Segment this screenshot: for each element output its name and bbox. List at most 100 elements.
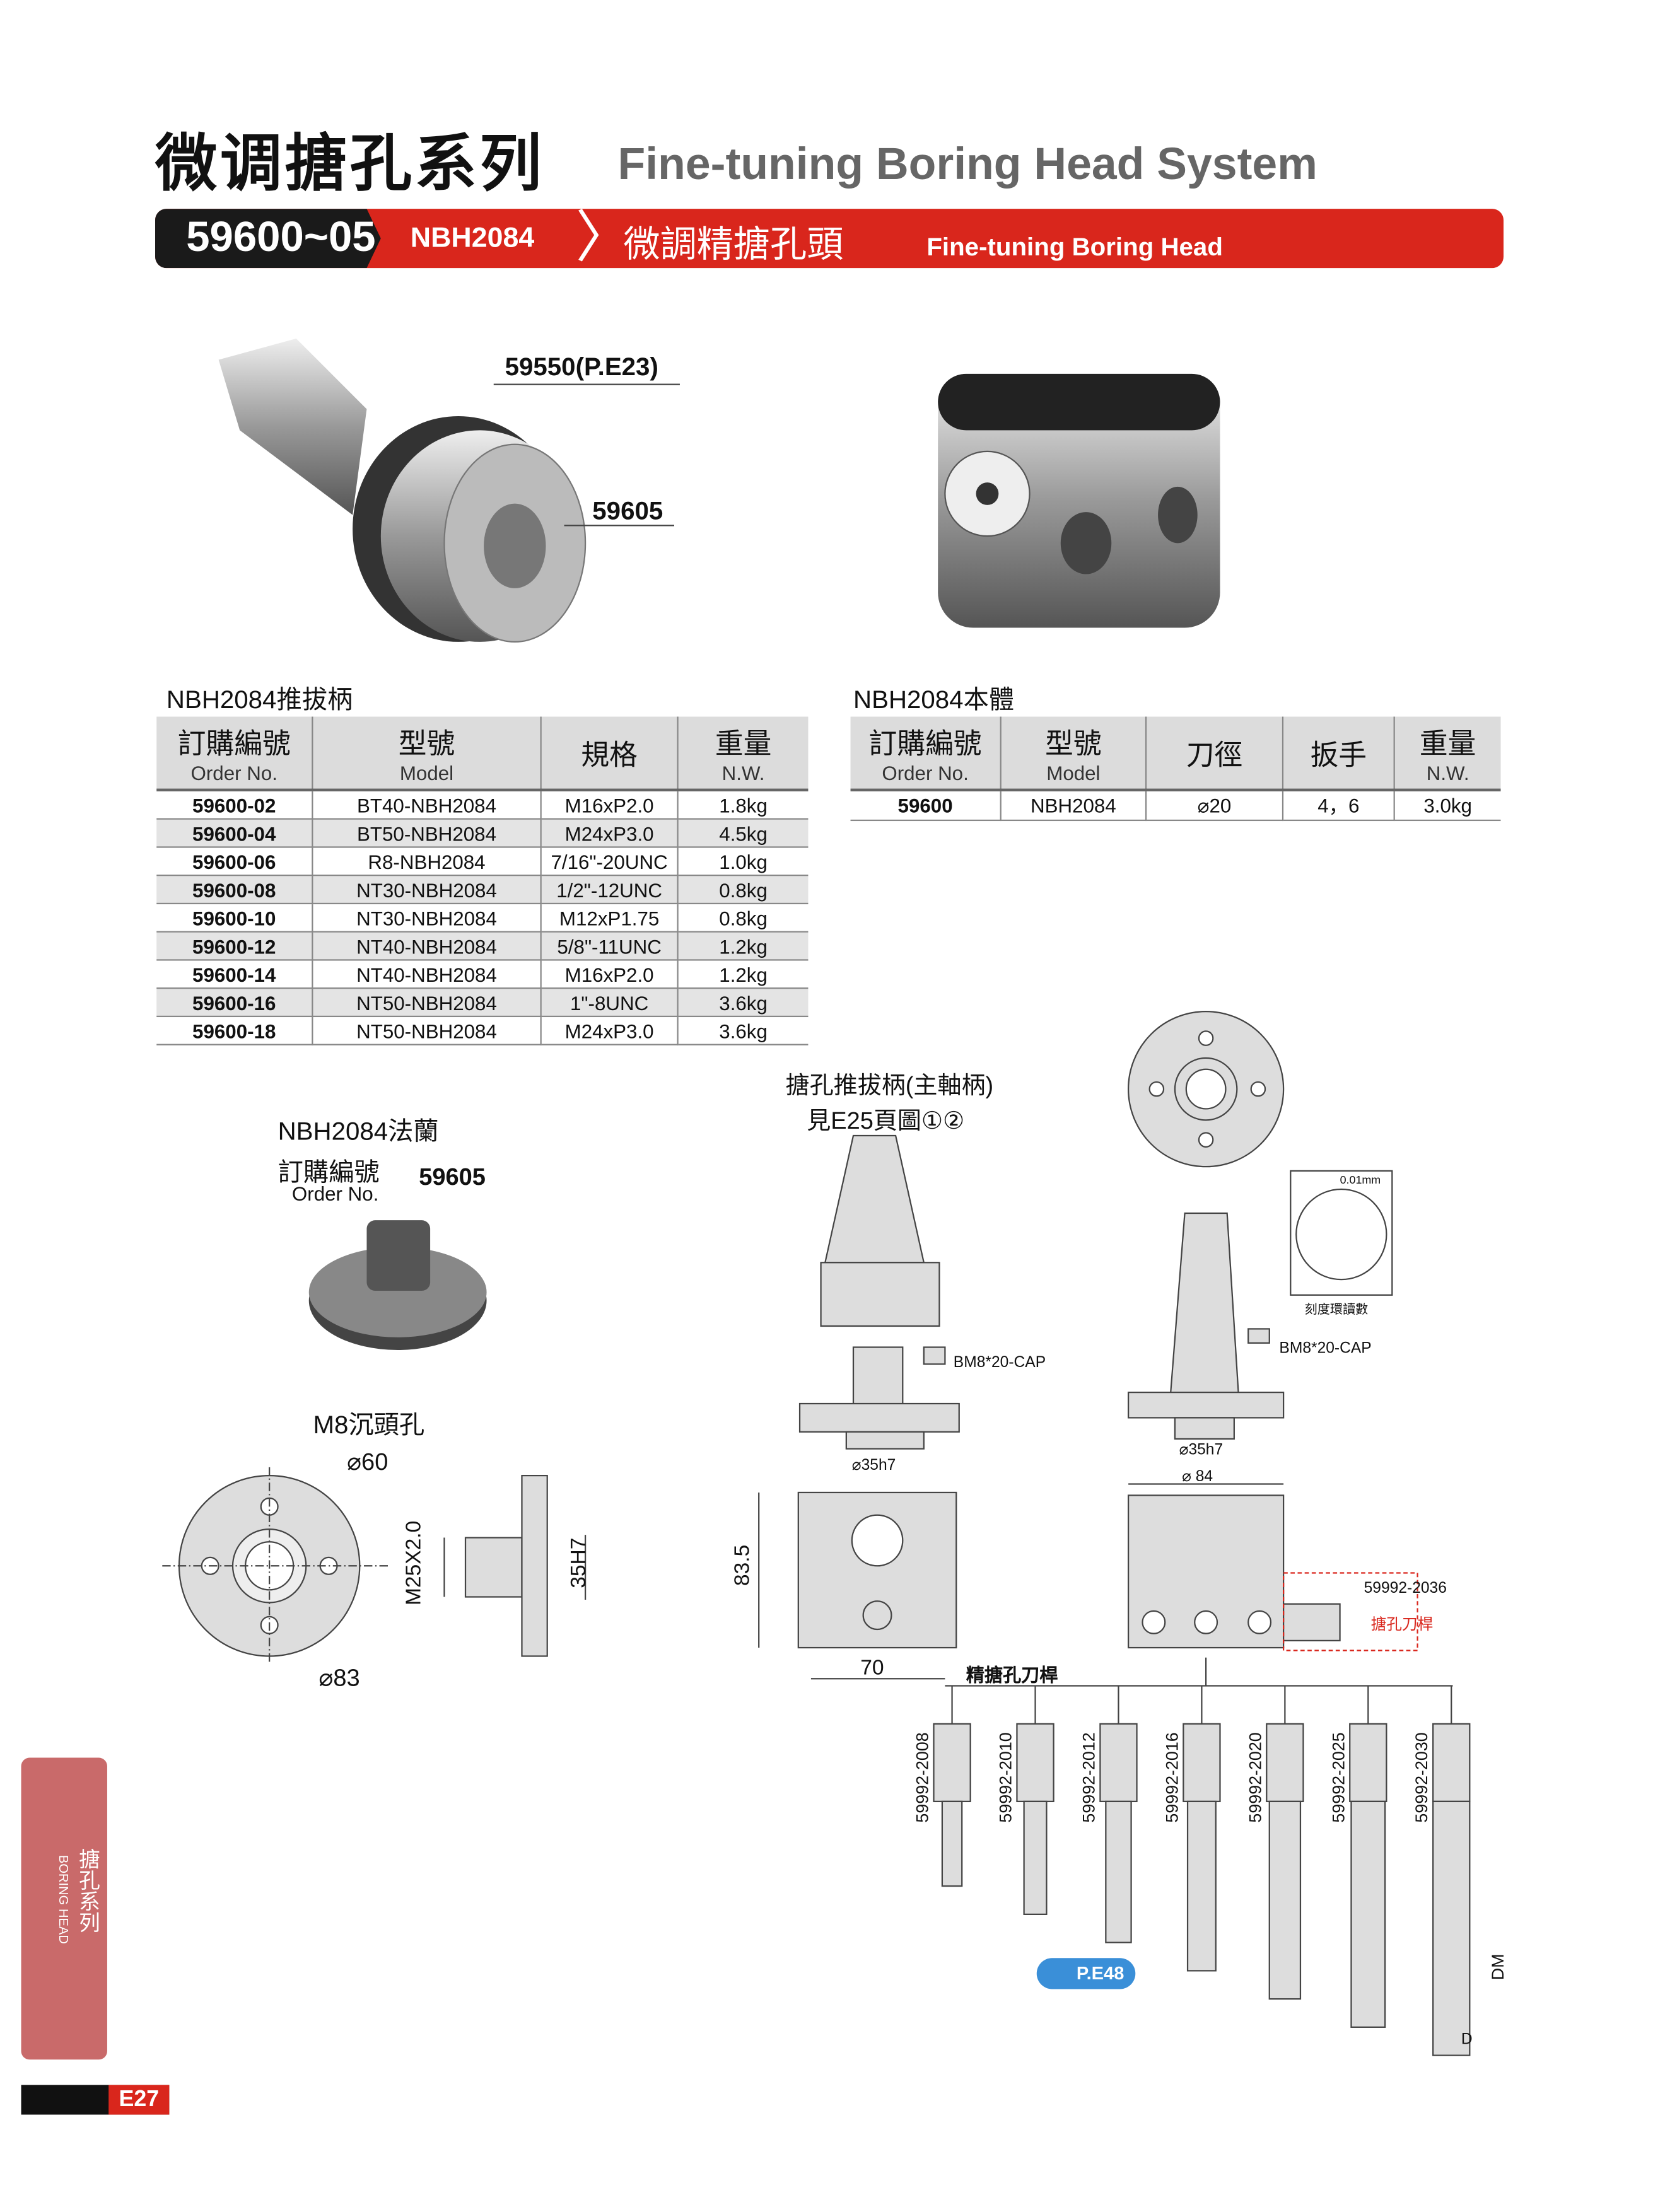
- bar-code-label: 59992-2036: [1364, 1580, 1447, 1597]
- table-cell: NT40-NBH2084: [312, 931, 542, 961]
- table-cell: 1.2kg: [677, 960, 809, 989]
- tool-code-label: 59992-2020: [1245, 1732, 1266, 1823]
- flange-photo-label: 59605: [592, 496, 663, 525]
- table-cell: 1.2kg: [677, 931, 809, 961]
- table-cell: M16xP2.0: [540, 789, 679, 820]
- table-cell: 4.5kg: [677, 818, 809, 848]
- tool-code-label: 59992-2030: [1411, 1732, 1432, 1823]
- tool-code-label: 59992-2008: [912, 1732, 933, 1823]
- table-cell: M24xP3.0: [540, 1016, 679, 1045]
- dim-60: ⌀60: [347, 1448, 388, 1476]
- dm-label: DM: [1488, 1953, 1508, 1981]
- boring-bar-shape: [1016, 1685, 1054, 1915]
- chevron-icon: 〉: [575, 207, 632, 270]
- side-tab-cn: 搪孔系列: [76, 1848, 100, 1933]
- table-cell: 59600-08: [156, 875, 313, 905]
- dim-83-5: 83.5: [730, 1544, 755, 1586]
- table-cell: 5/8"-11UNC: [540, 931, 679, 961]
- table-cell: 59600-18: [156, 1016, 313, 1045]
- fine-bars-label: 精搪孔刀桿: [966, 1664, 1058, 1686]
- body-table-title: NBH2084本體: [853, 685, 1015, 714]
- banner-model: NBH2084: [410, 223, 535, 254]
- boring-bar-shape: [1432, 1685, 1471, 2056]
- table-cell: 0.8kg: [677, 903, 809, 933]
- cap-label-2: BM8*20-CAP: [1279, 1340, 1372, 1358]
- shank-diagram-title: 搪孔推拔柄(主軸柄): [785, 1072, 994, 1099]
- boring-head-photo: [938, 373, 1220, 628]
- table-cell: M24xP3.0: [540, 818, 679, 848]
- flange-order-en: Order No.: [291, 1182, 379, 1205]
- arbor-label: 59550(P.E23): [505, 352, 658, 381]
- page-title-en: Fine-tuning Boring Head System: [617, 138, 1317, 189]
- d-label: D: [1461, 2031, 1473, 2049]
- table-cell: 4，6: [1283, 789, 1395, 822]
- banner-title-en: Fine-tuning Boring Head: [926, 233, 1223, 261]
- page-ref-button[interactable]: P.E48: [1036, 1958, 1136, 1989]
- tool-code-label: 59992-2010: [995, 1732, 1016, 1823]
- arbor-photo: [218, 338, 587, 643]
- table-cell: 1"-8UNC: [540, 988, 679, 1018]
- table-cell: R8-NBH2084: [312, 847, 542, 876]
- banner-code: 59600~05: [155, 209, 381, 269]
- shank-table-title: NBH2084推拔柄: [166, 685, 353, 714]
- table-cell: 59600-02: [156, 789, 313, 820]
- page-title-cn: 微调搪孔系列: [155, 129, 545, 199]
- table-cell: 59600-04: [156, 818, 313, 848]
- dim-84: ⌀ 84: [1182, 1468, 1213, 1486]
- flange-order-no: 59605: [419, 1163, 486, 1191]
- table-cell: 1/2"-12UNC: [540, 875, 679, 905]
- table-cell: 3.6kg: [677, 988, 809, 1018]
- dial-unit: 0.01mm: [1340, 1173, 1381, 1187]
- tool-code-label: 59992-2012: [1078, 1732, 1099, 1823]
- tool-code-label: 59992-2016: [1162, 1732, 1183, 1823]
- table-cell: 1.0kg: [677, 847, 809, 876]
- boring-bar-shape: [1266, 1685, 1304, 2000]
- table-cell: 59600-06: [156, 847, 313, 876]
- dim-70: 70: [860, 1656, 884, 1680]
- cap-label-1: BM8*20-CAP: [953, 1354, 1046, 1371]
- table-cell: 0.8kg: [677, 875, 809, 905]
- page-number: E27: [108, 2085, 170, 2115]
- dim-35h7-b: ⌀35h7: [1179, 1441, 1224, 1459]
- shank-diagram-ref: 見E25頁圖①②: [807, 1107, 965, 1134]
- boring-bar-shape: [1183, 1685, 1221, 1972]
- boring-bar-shape: [1099, 1685, 1138, 1943]
- flange-order-cn: 訂購編號: [277, 1158, 380, 1187]
- section-side-tab[interactable]: [21, 1757, 107, 2060]
- tool-code-label: 59992-2025: [1328, 1732, 1348, 1823]
- table-cell: 59600-14: [156, 960, 313, 989]
- table-cell: 59600-10: [156, 903, 313, 933]
- flange-drawing: [162, 1467, 587, 1665]
- table-cell: NT40-NBH2084: [312, 960, 542, 989]
- table-cell: NT50-NBH2084: [312, 988, 542, 1018]
- banner-title-cn: 微調精搪孔頭: [623, 223, 844, 265]
- col-diameter: 刀徑: [1146, 716, 1284, 790]
- bar-label: 搪孔刀桿: [1370, 1616, 1434, 1634]
- table-cell: 59600-12: [156, 931, 313, 961]
- table-cell: 1.8kg: [677, 789, 809, 820]
- table-cell: BT40-NBH2084: [312, 789, 542, 820]
- flange-photo: [308, 1220, 487, 1351]
- dim-83: ⌀83: [318, 1664, 360, 1692]
- assembly-drawing: [758, 1010, 1471, 2056]
- table-cell: 3.0kg: [1394, 789, 1501, 822]
- table-cell: NT30-NBH2084: [312, 903, 542, 933]
- table-cell: 59600-16: [156, 988, 313, 1018]
- table-cell: 3.6kg: [677, 1016, 809, 1045]
- table-cell: NBH2084: [1000, 789, 1147, 822]
- table-cell: M12xP1.75: [540, 903, 679, 933]
